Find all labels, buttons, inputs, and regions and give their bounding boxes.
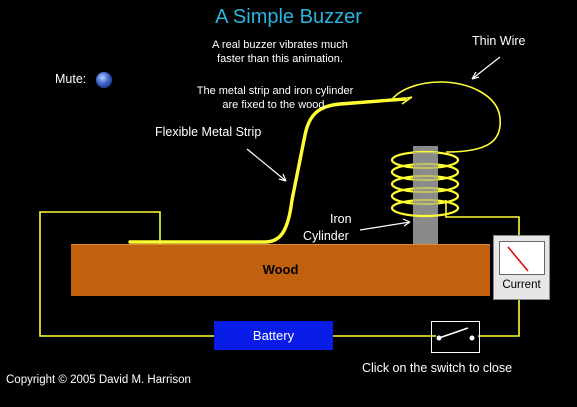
- wood-base: [71, 244, 490, 296]
- cylinder-label: Cylinder: [303, 229, 349, 243]
- flexible-metal-strip: [128, 97, 407, 244]
- pointer-thin-wire: [471, 56, 501, 80]
- circuit-wire: [39, 200, 520, 337]
- mute-label: Mute:: [55, 72, 87, 86]
- battery: Battery: [214, 321, 333, 350]
- meter-needle-icon: [507, 246, 529, 272]
- current-label: Current: [502, 279, 541, 291]
- note-fixed: The metal strip and iron cylinder are fi…: [180, 84, 370, 112]
- switch-instruction: Click on the switch to close: [362, 361, 513, 375]
- iron-label: Iron: [330, 212, 352, 226]
- note-fixed-line1: The metal strip and iron cylinder: [196, 85, 354, 97]
- circuit-switch[interactable]: [431, 321, 480, 353]
- mute-button-icon[interactable]: [96, 72, 112, 88]
- meter-face: [499, 241, 545, 275]
- pointer-iron: [359, 221, 411, 231]
- note-speed-line2: faster than this animation.: [217, 53, 343, 65]
- current-meter: Current: [493, 235, 550, 300]
- note-fixed-line2: are fixed to the wood.: [222, 99, 328, 111]
- thin-wire-label: Thin Wire: [472, 34, 526, 48]
- switch-icon: [436, 327, 475, 341]
- thin-wire: [390, 81, 501, 153]
- pointer-flexible-strip: [246, 148, 287, 182]
- wood-label: Wood: [262, 262, 299, 277]
- note-speed-line1: A real buzzer vibrates much: [212, 39, 348, 51]
- flexible-strip-label: Flexible Metal Strip: [155, 125, 262, 139]
- note-speed: A real buzzer vibrates much faster than …: [190, 38, 370, 66]
- page-title: A Simple Buzzer: [215, 6, 362, 28]
- copyright: Copyright © 2005 David M. Harrison: [6, 374, 191, 386]
